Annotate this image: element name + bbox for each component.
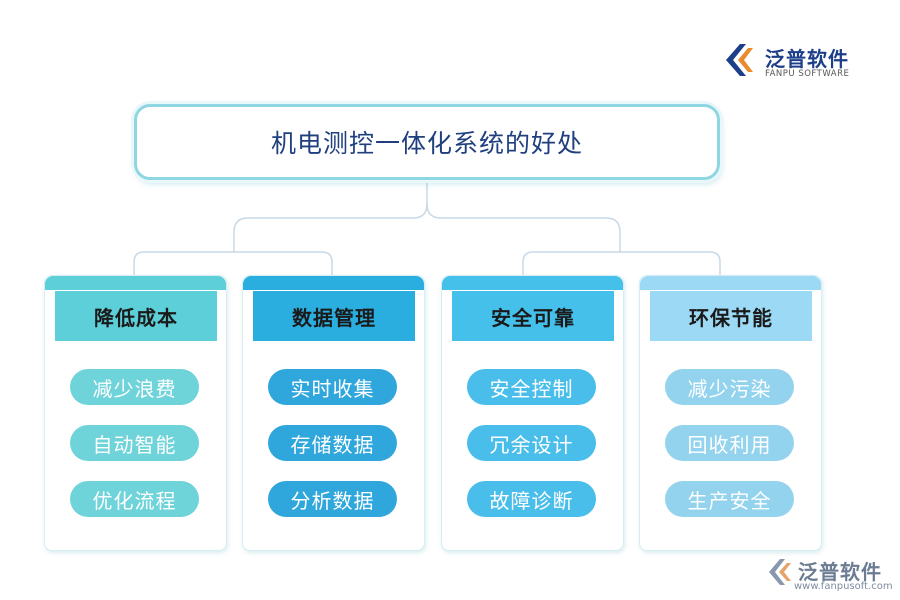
watermark-name-cn: 泛普软件: [798, 560, 882, 584]
card-cap: [640, 276, 821, 290]
category-title: 安全可靠: [452, 291, 614, 341]
benefit-item: 优化流程: [70, 481, 199, 517]
benefit-item: 减少污染: [665, 369, 794, 405]
category-title: 环保节能: [650, 291, 812, 341]
category-card-data: 数据管理 实时收集 存储数据 分析数据: [242, 275, 425, 551]
fanpu-logo: 泛普软件 FANPU SOFTWARE: [722, 42, 872, 82]
benefit-item: 分析数据: [268, 481, 397, 517]
benefit-item: 冗余设计: [467, 425, 596, 461]
watermark-logo-icon: [769, 559, 791, 585]
page-title: 机电测控一体化系统的好处: [270, 129, 583, 158]
card-cap: [442, 276, 623, 290]
category-card-cost: 降低成本 减少浪费 自动智能 优化流程: [44, 275, 227, 551]
category-title: 降低成本: [55, 291, 217, 341]
benefit-item: 故障诊断: [467, 481, 596, 517]
watermark: 泛普软件 www.fanpusoft.com: [766, 556, 896, 598]
category-card-eco: 环保节能 减少污染 回收利用 生产安全: [639, 275, 822, 551]
benefit-item: 减少浪费: [70, 369, 199, 405]
title-box: 机电测控一体化系统的好处: [134, 104, 720, 180]
benefit-item: 存储数据: [268, 425, 397, 461]
logo-name-cn: 泛普软件: [765, 47, 849, 71]
category-title: 数据管理: [253, 291, 415, 341]
benefit-item: 回收利用: [665, 425, 794, 461]
category-card-safety: 安全可靠 安全控制 冗余设计 故障诊断: [441, 275, 624, 551]
card-cap: [243, 276, 424, 290]
logo-name-en: FANPU SOFTWARE: [765, 69, 850, 79]
watermark-url: www.fanpusoft.com: [794, 581, 893, 592]
fanpu-logo-icon: [726, 44, 753, 76]
benefit-item: 实时收集: [268, 369, 397, 405]
benefit-item: 安全控制: [467, 369, 596, 405]
benefit-item: 自动智能: [70, 425, 199, 461]
benefit-item: 生产安全: [665, 481, 794, 517]
card-cap: [45, 276, 226, 290]
